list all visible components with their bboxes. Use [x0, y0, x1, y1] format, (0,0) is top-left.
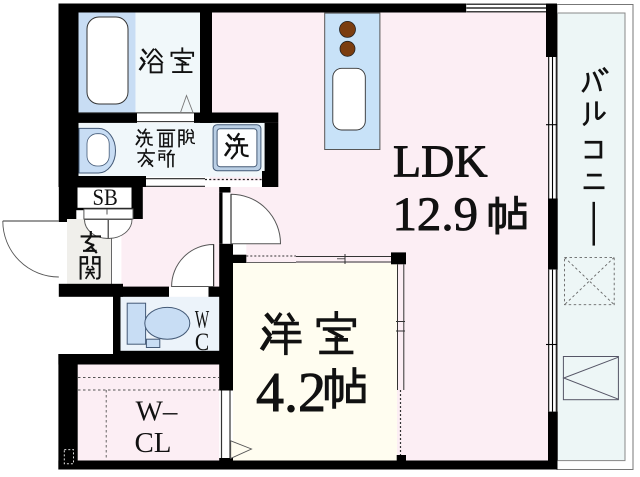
svg-text:W: W [195, 306, 210, 333]
svg-text:SB: SB [93, 185, 118, 211]
svg-text:CL: CL [135, 427, 172, 459]
svg-text:W–: W– [136, 396, 178, 428]
svg-text:C: C [195, 329, 209, 356]
svg-text:12.9: 12.9 [393, 188, 479, 241]
svg-text:4.2: 4.2 [256, 362, 326, 424]
svg-text:LDK: LDK [393, 135, 488, 186]
